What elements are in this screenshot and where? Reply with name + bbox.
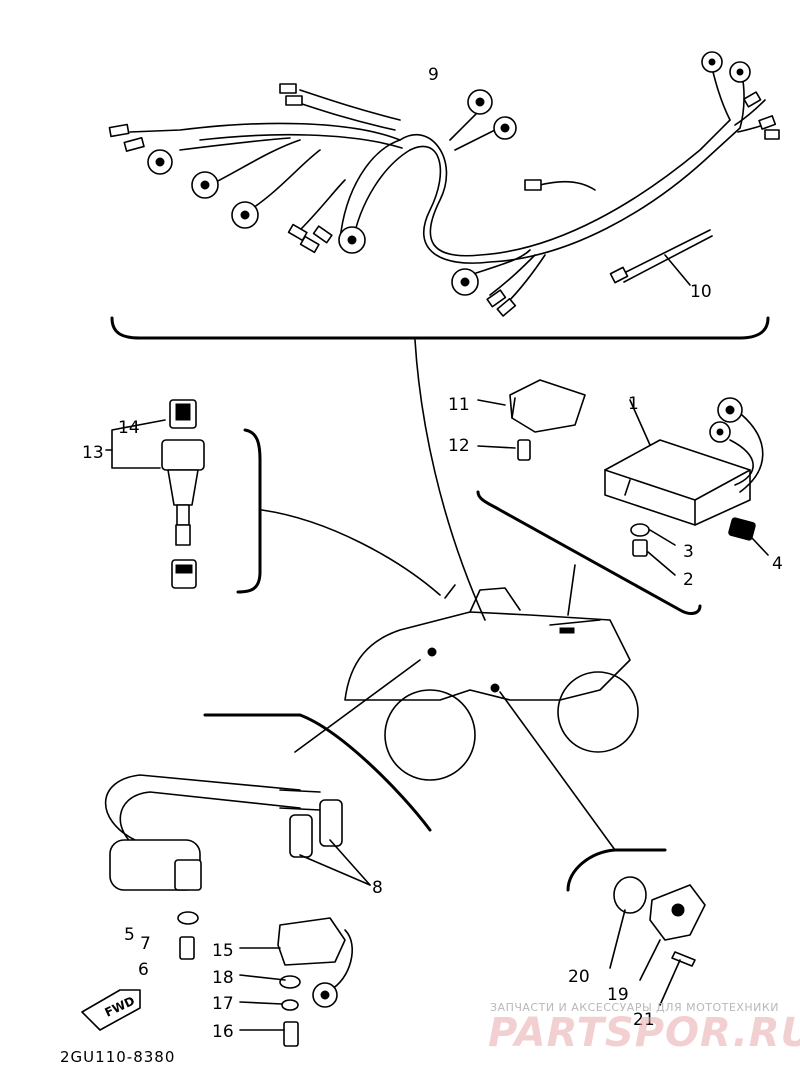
sensor-bracket — [566, 848, 667, 892]
pointer-cdi — [567, 564, 576, 616]
diagram-code: 2GU110-8380 — [60, 1048, 175, 1066]
pointer-switch — [261, 509, 441, 596]
callouts: 1 2 3 4 5 6 7 8 9 10 11 12 13 14 15 16 1… — [82, 65, 783, 1042]
callout-21: 21 — [633, 1010, 655, 1030]
callout-8: 8 — [372, 878, 383, 898]
callout-6: 6 — [138, 960, 149, 980]
callout-20: 20 — [568, 967, 590, 987]
callout-4: 4 — [772, 554, 783, 574]
callout-19: 19 — [607, 985, 629, 1005]
pointer-coil — [294, 659, 421, 753]
watermark-brand: PARTSPOR.RU — [488, 1010, 800, 1056]
atv-silhouette — [344, 584, 639, 781]
callout-5: 5 — [124, 925, 135, 945]
harness-bracket — [110, 316, 770, 340]
coil-bracket — [203, 713, 432, 832]
pointer-sensor — [499, 691, 616, 851]
cable-tie-10 — [609, 229, 713, 286]
callout-15: 15 — [212, 941, 234, 961]
callout-13: 13 — [82, 443, 104, 463]
callout-2: 2 — [683, 570, 694, 590]
ignitor-15 — [239, 917, 354, 1047]
callout-12: 12 — [448, 436, 470, 456]
callout-3: 3 — [683, 542, 694, 562]
callout-9: 9 — [428, 65, 439, 85]
fwd-arrow: FWD — [81, 989, 141, 1031]
pointer-harness — [414, 339, 486, 621]
callout-10: 10 — [690, 282, 712, 302]
cdi-bracket — [476, 490, 702, 615]
sensor-19 — [609, 876, 706, 1006]
cdi-unit-1 — [604, 397, 769, 576]
watermark-tagline: ЗАПЧАСТИ И АКСЕССУАРЫ ДЛЯ МОТОТЕХНИКИ — [490, 1001, 779, 1014]
main-switch-13 — [105, 399, 205, 589]
callout-7: 7 — [140, 934, 151, 954]
callout-16: 16 — [212, 1022, 234, 1042]
wire-harness-9 — [108, 51, 780, 317]
callout-14: 14 — [118, 418, 140, 438]
callout-17: 17 — [212, 994, 234, 1014]
relay-11 — [477, 379, 586, 461]
callout-18: 18 — [212, 968, 234, 988]
callout-11: 11 — [448, 395, 470, 415]
ignition-coil-5 — [104, 774, 371, 960]
switch-bracket — [236, 428, 262, 594]
callout-1: 1 — [628, 394, 639, 414]
